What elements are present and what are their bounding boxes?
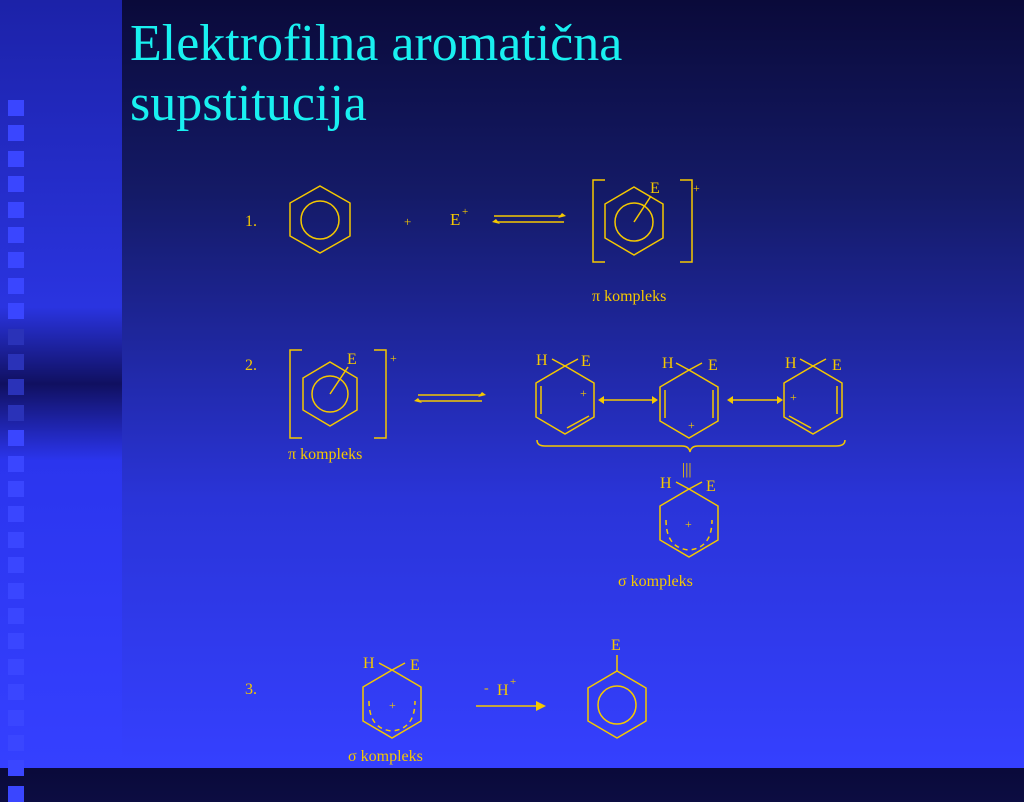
decorative-square [8, 455, 24, 472]
decorative-square [8, 430, 24, 447]
resonance-1-plus: + [580, 386, 587, 400]
step3-h: H [363, 655, 375, 672]
pi-complex-1-substituent: E [650, 180, 660, 197]
resonance-1-h: H [536, 352, 548, 369]
decorative-square [8, 608, 24, 624]
pi-complex-2-substituent: E [347, 351, 357, 368]
decorative-square [8, 633, 24, 650]
electrophile-label: E [450, 210, 460, 229]
decorative-square [8, 785, 24, 802]
decorative-square [8, 354, 24, 370]
sigma-complex-label: σ kompleks [618, 573, 693, 590]
reagent-minus: - [484, 681, 489, 696]
step3-sigma-label: σ kompleks [348, 748, 423, 765]
reagent-h: H [497, 682, 509, 699]
hybrid-plus: + [685, 517, 692, 531]
decorative-square [8, 735, 24, 751]
decorative-square [8, 125, 24, 142]
equivalence-sign: ||| [682, 461, 692, 478]
decorative-square [8, 227, 24, 243]
resonance-structure-1 [535, 358, 595, 435]
step-3-number: 3. [245, 681, 257, 698]
resonance-3-e: E [832, 357, 842, 374]
reagent-charge: + [510, 676, 516, 688]
plus-sign: + [404, 214, 411, 229]
decorative-square [8, 252, 24, 269]
decorative-square [8, 201, 24, 218]
decorative-side-stripe [0, 0, 122, 802]
pi-complex-2-label: π kompleks [288, 446, 362, 463]
decorative-square [8, 709, 24, 726]
step-2-number: 2. [245, 357, 257, 374]
decorative-square [8, 582, 24, 599]
resonance-structure-3 [783, 358, 843, 435]
slide-title: Elektrofilna aromatična supstitucija [130, 14, 622, 134]
pi-complex-2-charge: + [390, 351, 397, 365]
decorative-square [8, 303, 24, 320]
reaction-scheme: 1. + E + E + π kompleks 2. E + π komplek… [245, 179, 846, 765]
resonance-3-h: H [785, 355, 797, 372]
step-1-number: 1. [245, 213, 257, 230]
decorative-square [8, 481, 24, 497]
decorative-square [8, 176, 24, 193]
pi-complex-1 [592, 179, 693, 263]
decorative-square [8, 150, 24, 167]
step3-e: E [410, 657, 420, 674]
decorative-square [8, 379, 24, 396]
resonance-1-e: E [581, 353, 591, 370]
pi-complex-2 [289, 349, 387, 439]
resonance-2-h: H [662, 355, 674, 372]
sigma-complex-hybrid [659, 481, 719, 558]
decorative-square [8, 557, 24, 574]
sigma-complex-step3 [362, 662, 422, 739]
title-line-1: Elektrofilna aromatična [130, 15, 623, 72]
decorative-square [8, 277, 24, 294]
decorative-square [8, 684, 24, 701]
resonance-brace [536, 439, 846, 453]
reaction-arrow [476, 701, 546, 711]
resonance-arrow-2 [727, 396, 783, 404]
resonance-3-plus: + [790, 390, 797, 404]
decorative-square [8, 658, 24, 675]
product-substituent: E [611, 637, 621, 654]
resonance-arrow-1 [598, 396, 658, 404]
substituted-benzene-product [587, 655, 647, 739]
electrophile-charge: + [462, 206, 468, 218]
decorative-square [8, 506, 24, 523]
decorative-square [8, 328, 24, 345]
hybrid-e: E [706, 478, 716, 495]
resonance-structure-2 [659, 362, 719, 439]
equilibrium-arrow-2 [414, 392, 486, 403]
decorative-square [8, 531, 24, 548]
title-line-2: supstitucija [130, 75, 367, 132]
resonance-2-plus: + [688, 418, 695, 432]
pi-complex-1-label: π kompleks [592, 288, 666, 305]
hybrid-h: H [660, 475, 672, 492]
resonance-2-e: E [708, 357, 718, 374]
decorative-square [8, 404, 24, 421]
equilibrium-arrow [492, 213, 566, 224]
pi-complex-1-charge: + [693, 181, 700, 195]
decorative-square [8, 100, 24, 116]
step3-plus: + [389, 698, 396, 712]
benzene-ring [289, 185, 351, 254]
